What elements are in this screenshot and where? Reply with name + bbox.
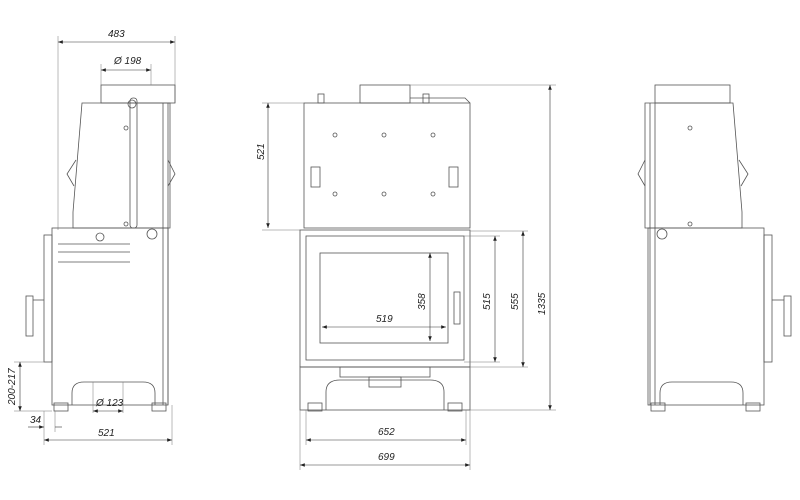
- left-side-view: 483 Ø 198 200-217 34 521 Ø 123: [7, 29, 176, 445]
- dim-label-glass-width: 519: [376, 314, 393, 325]
- door: [305, 235, 465, 361]
- dim-label-total-width: 699: [378, 452, 395, 463]
- door-handle: [25, 295, 34, 337]
- dim-label-width-top: 483: [108, 29, 125, 40]
- dim-label-upper-height: 521: [256, 143, 267, 160]
- dim-label-frame-height: 555: [510, 293, 521, 310]
- flue-outlet: [359, 84, 411, 104]
- damper-rod: [129, 97, 138, 229]
- dim-label-flue-diameter: Ø 198: [113, 56, 142, 67]
- front-view: 521 519 358 515 555 1335 652 699: [256, 84, 556, 470]
- dim-label-width-bottom: 521: [98, 428, 115, 439]
- dim-label-total-height: 1335: [537, 292, 548, 315]
- flue-collar: [100, 84, 176, 104]
- dim-label-leg-width: 652: [378, 427, 395, 438]
- glass-panel: [319, 252, 449, 344]
- door-frame: [299, 229, 471, 368]
- dim-label-leg-height: 200-217: [7, 368, 18, 406]
- upper-body: [72, 102, 171, 229]
- dim-label-door-height: 515: [482, 293, 493, 310]
- dim-label-leg-offset: 34: [30, 415, 42, 426]
- dim-label-air-inlet: Ø 123: [95, 398, 124, 409]
- dim-label-glass-height: 358: [417, 293, 428, 310]
- door-handle-front: [453, 291, 461, 325]
- right-side-view: [637, 84, 792, 412]
- lower-body: [51, 227, 169, 406]
- upper-convection-chamber: [303, 102, 471, 229]
